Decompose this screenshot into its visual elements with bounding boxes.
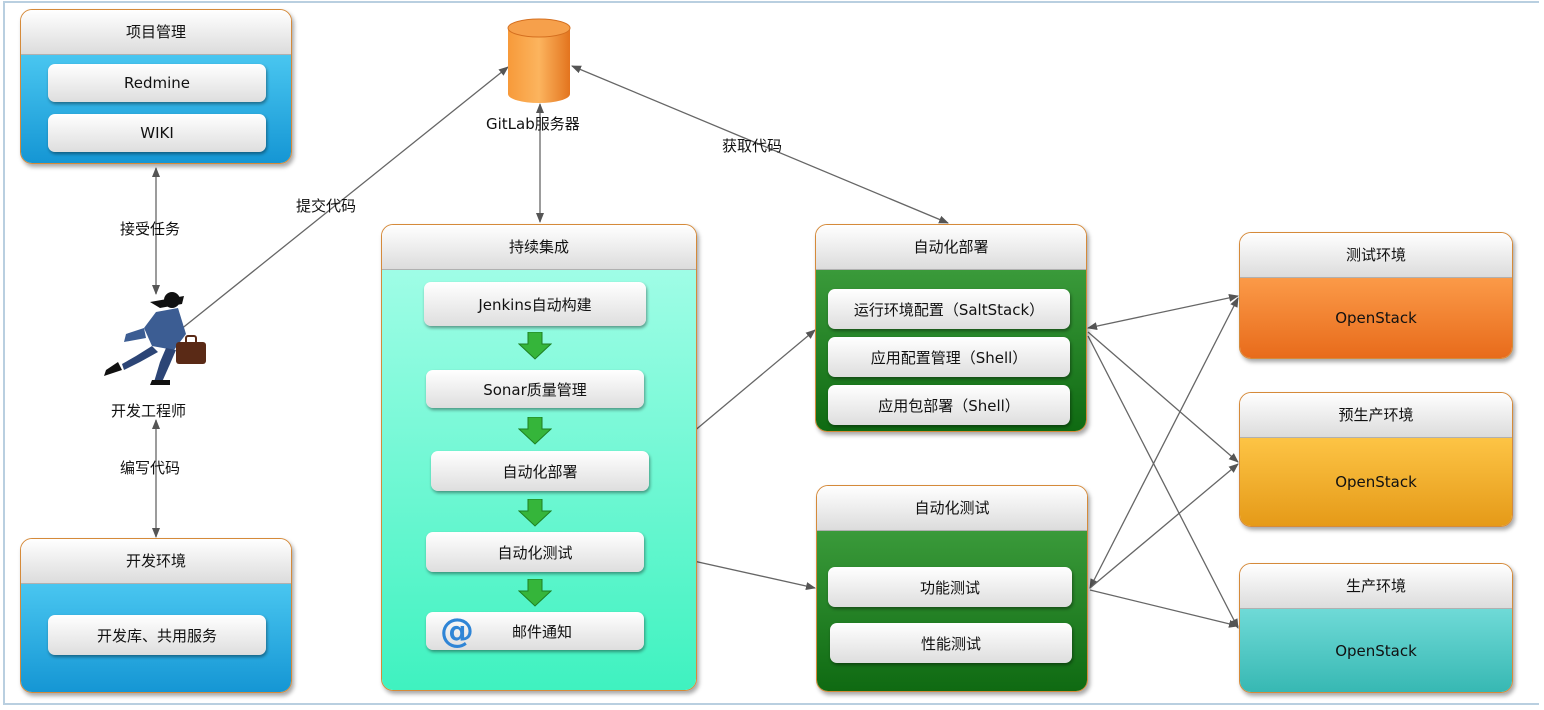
edge-test-prod	[1089, 589, 1239, 628]
preprod-environment-panel: 预生产环境 OpenStack	[1239, 392, 1513, 527]
ci-step-sonar-quality[interactable]: Sonar质量管理	[426, 370, 644, 408]
project-management-body: Redmine WIKI	[21, 55, 291, 163]
ci-step-jenkins-build[interactable]: Jenkins自动构建	[424, 282, 646, 326]
down-arrow-icon	[518, 417, 552, 445]
project-management-panel: 项目管理 Redmine WIKI	[20, 9, 292, 164]
test-environment-panel: 测试环境 OpenStack	[1239, 232, 1513, 359]
ci-step-auto-test[interactable]: 自动化测试	[426, 532, 644, 572]
down-arrow-icon	[518, 499, 552, 527]
edge-deploy-preprod	[1087, 331, 1239, 463]
wiki-item[interactable]: WIKI	[48, 114, 266, 152]
edge-label-write-code: 编写代码	[120, 459, 181, 477]
edge-test-preprod	[1089, 463, 1239, 589]
auto-deploy-title: 自动化部署	[816, 225, 1086, 270]
ci-step-mail-notify[interactable]: @ 邮件通知	[426, 612, 644, 650]
test-environment-openstack: OpenStack	[1335, 309, 1417, 327]
edge-deploy-prod	[1087, 335, 1239, 629]
prod-environment-openstack: OpenStack	[1335, 641, 1417, 660]
auto-deploy-body: 运行环境配置（SaltStack） 应用配置管理（Shell） 应用包部署（Sh…	[816, 270, 1086, 431]
continuous-integration-body: Jenkins自动构建 Sonar质量管理 自动化部署 自动化测试 @ 邮件通知	[382, 270, 696, 690]
edge-fetch-code	[571, 65, 949, 224]
dev-environment-title: 开发环境	[21, 539, 291, 584]
app-config-mgmt-item[interactable]: 应用配置管理（Shell）	[828, 337, 1070, 377]
edge-label-commit-code: 提交代码	[296, 197, 357, 215]
dev-lib-shared-services-item[interactable]: 开发库、共用服务	[48, 615, 266, 655]
project-management-title: 项目管理	[21, 10, 291, 55]
down-arrow-icon	[518, 332, 552, 360]
runtime-env-config-item[interactable]: 运行环境配置（SaltStack）	[828, 289, 1070, 329]
continuous-integration-title: 持续集成	[382, 225, 696, 270]
auto-test-title: 自动化测试	[817, 486, 1087, 531]
gitlab-server-label: GitLab服务器	[486, 115, 580, 133]
prod-environment-title: 生产环境	[1240, 564, 1512, 609]
developer-label: 开发工程师	[111, 402, 187, 420]
test-environment-body: OpenStack	[1240, 278, 1512, 358]
edge-commit-code	[179, 66, 509, 331]
edge-label-accept-task: 接受任务	[120, 220, 181, 238]
auto-test-panel: 自动化测试 功能测试 性能测试	[816, 485, 1088, 692]
test-environment-title: 测试环境	[1240, 233, 1512, 278]
at-icon: @	[440, 611, 474, 651]
edge-test-testenv	[1089, 297, 1239, 589]
auto-test-body: 功能测试 性能测试	[817, 531, 1087, 691]
functional-test-item[interactable]: 功能测试	[828, 567, 1072, 607]
edge-label-fetch-code: 获取代码	[722, 137, 783, 155]
auto-deploy-panel: 自动化部署 运行环境配置（SaltStack） 应用配置管理（Shell） 应用…	[815, 224, 1087, 432]
diagram-frame	[3, 1, 1539, 705]
preprod-environment-title: 预生产环境	[1240, 393, 1512, 438]
dev-environment-panel: 开发环境 开发库、共用服务	[20, 538, 292, 693]
database-cylinder-icon	[507, 18, 571, 103]
dev-environment-body: 开发库、共用服务	[21, 584, 291, 692]
down-arrow-icon	[518, 579, 552, 607]
redmine-item[interactable]: Redmine	[48, 64, 266, 102]
prod-environment-panel: 生产环境 OpenStack	[1239, 563, 1513, 693]
prod-environment-body: OpenStack	[1240, 609, 1512, 692]
continuous-integration-panel: 持续集成 Jenkins自动构建 Sonar质量管理 自动化部署 自动化测试 @…	[381, 224, 697, 691]
performance-test-item[interactable]: 性能测试	[830, 623, 1072, 663]
preprod-environment-body: OpenStack	[1240, 438, 1512, 526]
ci-step-auto-deploy[interactable]: 自动化部署	[431, 451, 649, 491]
app-package-deploy-item[interactable]: 应用包部署（Shell）	[828, 385, 1070, 425]
running-developer-icon	[104, 292, 206, 385]
ci-step-mail-notify-label: 邮件通知	[511, 622, 572, 641]
edge-deploy-testenv	[1087, 293, 1239, 331]
preprod-environment-openstack: OpenStack	[1335, 473, 1417, 491]
